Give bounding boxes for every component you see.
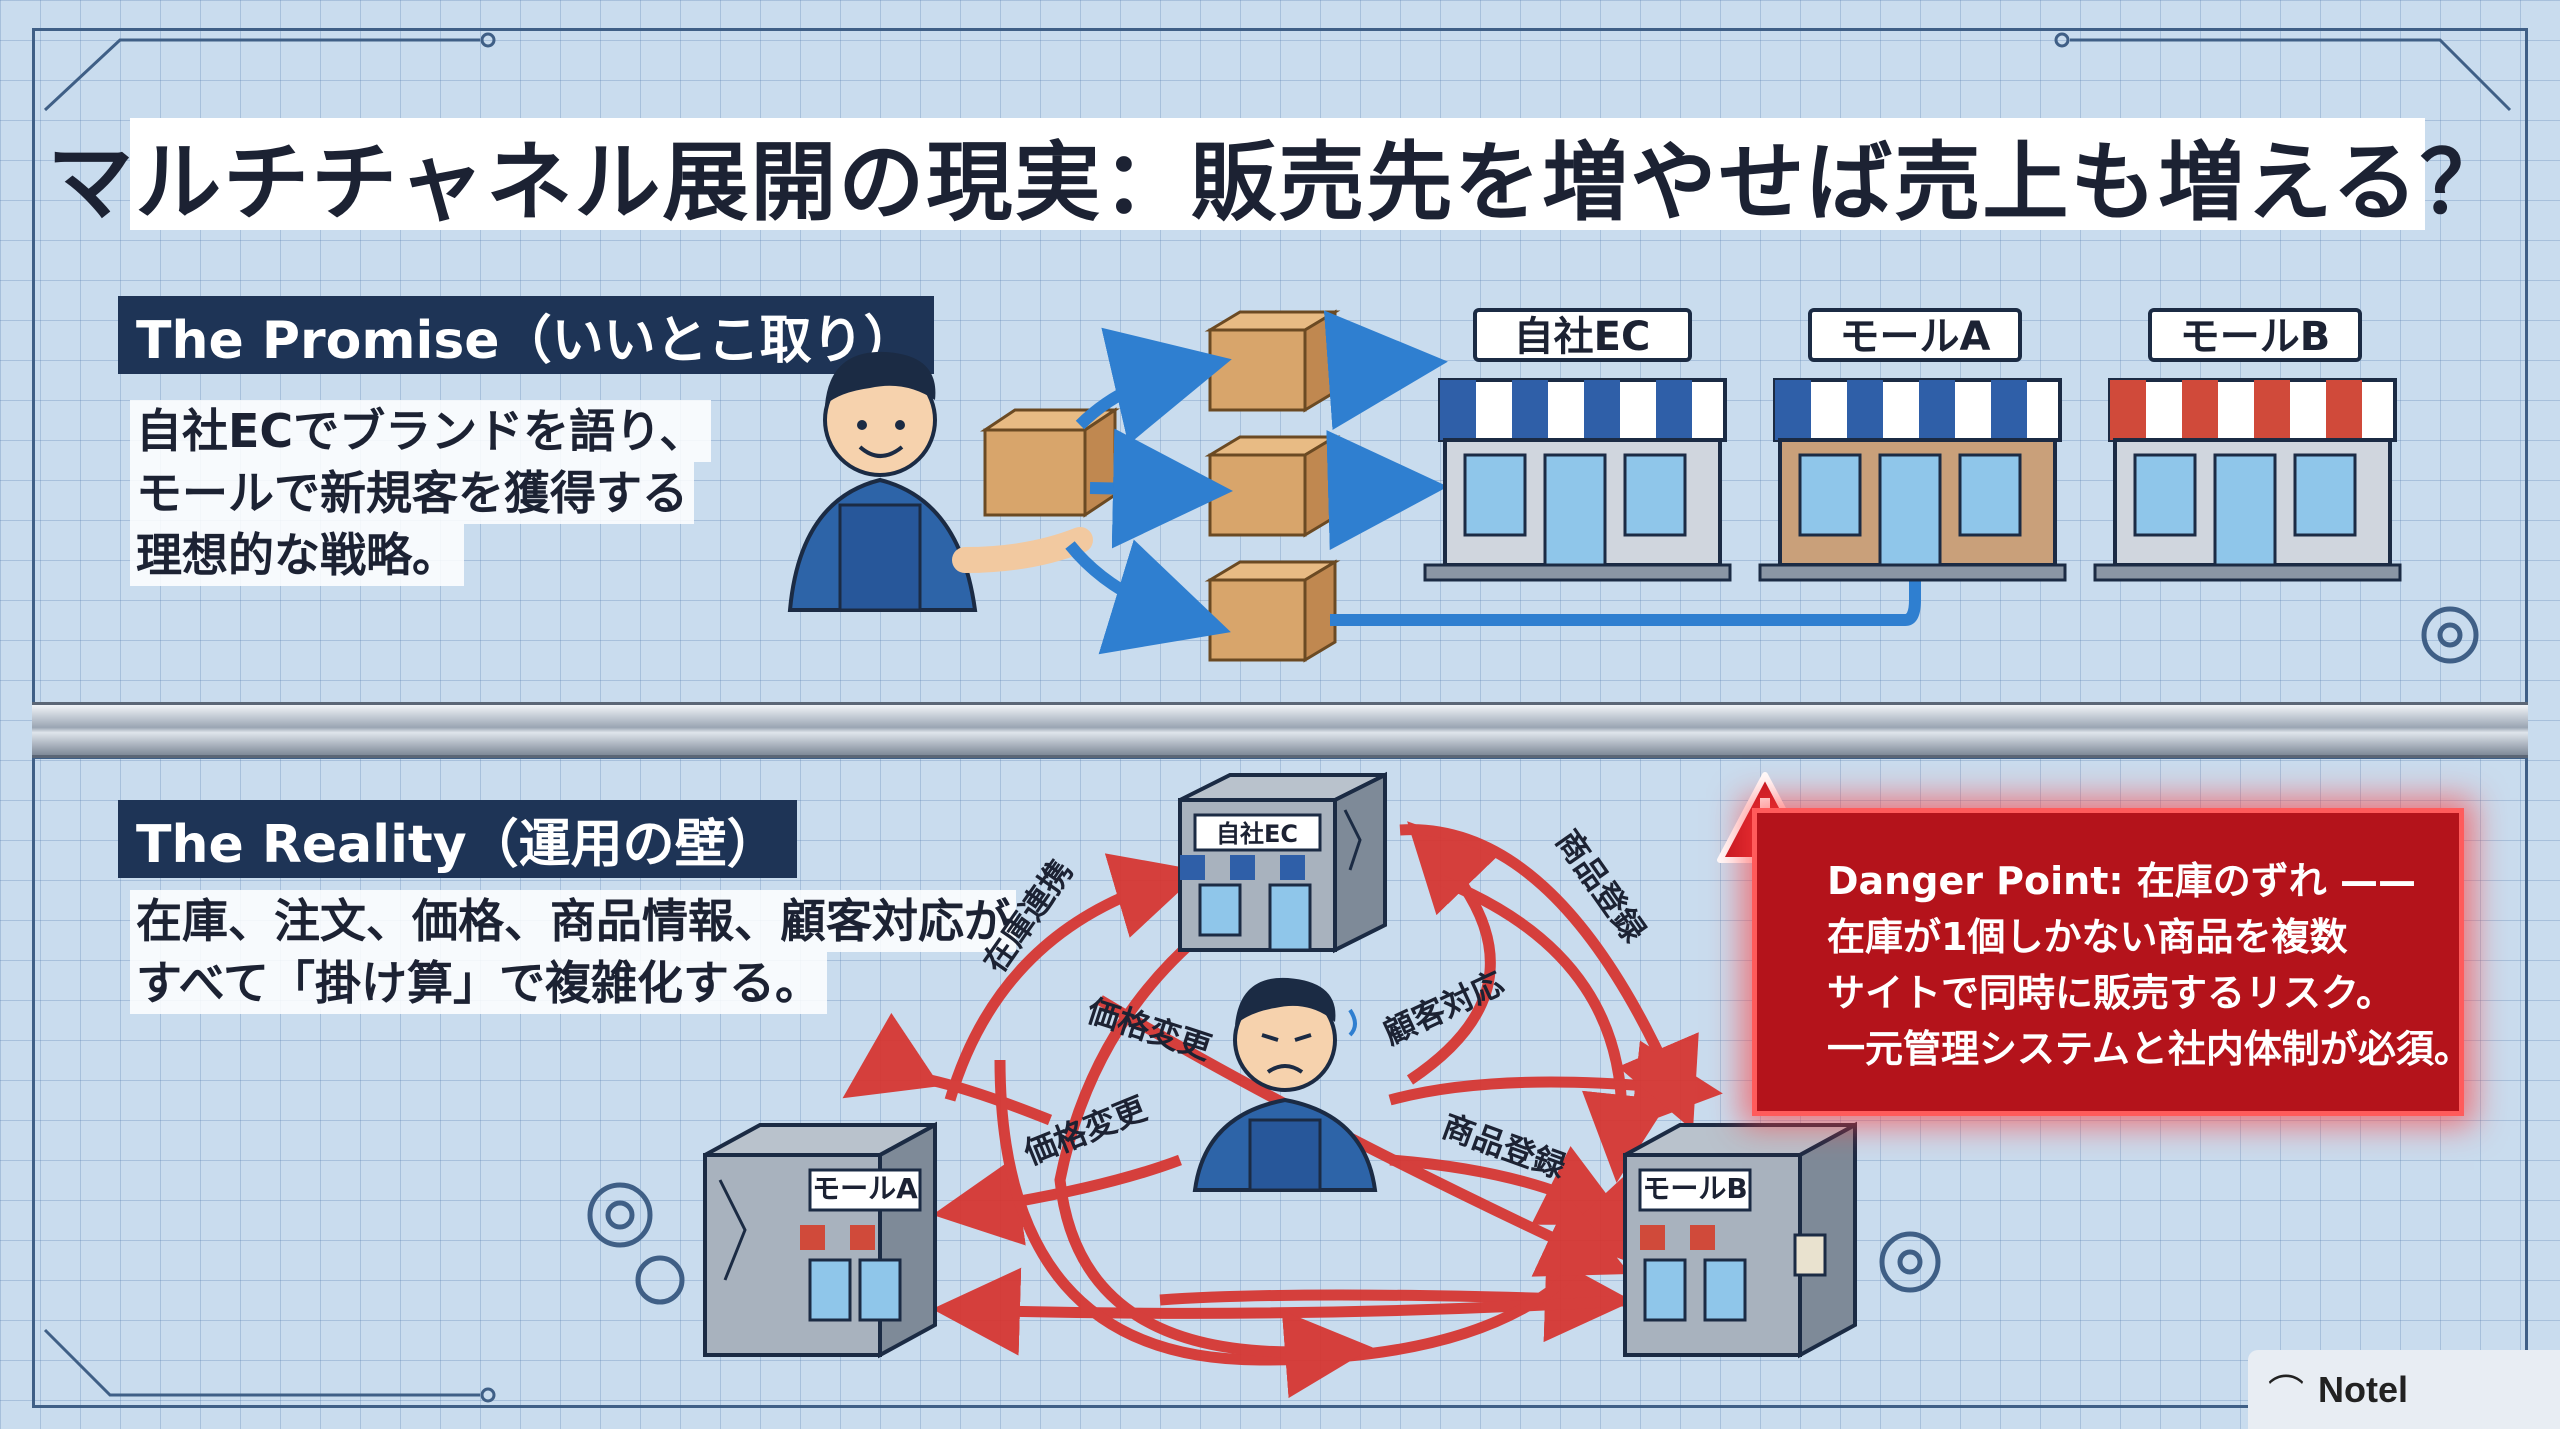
reality-line-1: 在庫、注文、価格、商品情報、顧客対応が — [130, 890, 1016, 952]
promise-label-text: The Promise（いいとこ取り） — [136, 310, 916, 371]
shopkeeper-happy-icon — [787, 351, 1093, 612]
gear-icon — [587, 606, 2479, 1305]
section-divider-rail — [32, 702, 2528, 758]
building-sign-mall-a: モールA — [812, 1172, 918, 1205]
building-sign-own-ec: 自社EC — [1216, 820, 1298, 848]
danger-line-2: 在庫が1個しかない商品を複数 — [1827, 915, 2348, 959]
tangled-arrows — [842, 821, 1723, 1399]
arrow-label-customer-support: 顧客対応 — [1377, 964, 1509, 1053]
watermark-text: Notel — [2318, 1368, 2409, 1410]
building-sign-mall-b: モールB — [1642, 1172, 1747, 1205]
danger-line-4: 一元管理システムと社内体制が必須。 — [1827, 1027, 2472, 1071]
building-mall-b-damaged — [1623, 1121, 1857, 1359]
store-sign-mall-b: モールB — [2180, 314, 2331, 360]
worker-worried-icon — [1192, 977, 1378, 1192]
danger-line-3: サイトで同時に販売するリスク。 — [1827, 971, 2394, 1015]
reality-label: The Reality（運用の壁） — [118, 800, 797, 878]
storefront-own-ec — [1423, 308, 1732, 582]
storefront-mall-a — [1758, 308, 2067, 582]
reality-label-text: The Reality（運用の壁） — [136, 814, 779, 875]
notebook-watermark: ⌒ Notel — [2248, 1350, 2560, 1429]
promise-line-1: 自社ECでブランドを語り、 — [130, 400, 712, 462]
storefront-mall-b — [2093, 308, 2402, 582]
danger-line-1: Danger Point: 在庫のずれ —— — [1827, 859, 2417, 903]
store-sign-own-ec: 自社EC — [1514, 314, 1651, 360]
promise-line-3: 理想的な戦略。 — [130, 524, 464, 586]
notebooklm-icon: ⌒ — [2268, 1371, 2305, 1413]
building-own-ec-damaged — [1178, 771, 1387, 954]
page-title: マルチチャネル展開の現実：販売先を増やせば売上も増える？ — [47, 132, 2508, 233]
title-band: マルチチャネル展開の現実：販売先を増やせば売上も増える？ — [47, 118, 2506, 233]
promise-label: The Promise（いいとこ取り） — [118, 296, 934, 374]
promise-line-2: モールで新規客を獲得する — [130, 462, 694, 524]
corner-decor — [43, 32, 2512, 1403]
arrow-label-product-registration-top: 商品登録 — [1548, 823, 1653, 950]
reality-description: 在庫、注文、価格、商品情報、顧客対応が すべて「掛け算」で複雑化する。 — [130, 890, 1016, 1014]
promise-description: 自社ECでブランドを語り、 モールで新規客を獲得する 理想的な戦略。 — [130, 400, 712, 586]
store-sign-mall-a: モールA — [1840, 314, 1991, 360]
reality-line-2: すべて「掛け算」で複雑化する。 — [130, 952, 827, 1014]
flow-arrows — [1065, 310, 1921, 655]
danger-point-box: Danger Point: 在庫のずれ —— 在庫が1個しかない商品を複数 サイ… — [1752, 808, 2472, 1116]
building-mall-a-damaged — [703, 1121, 937, 1359]
